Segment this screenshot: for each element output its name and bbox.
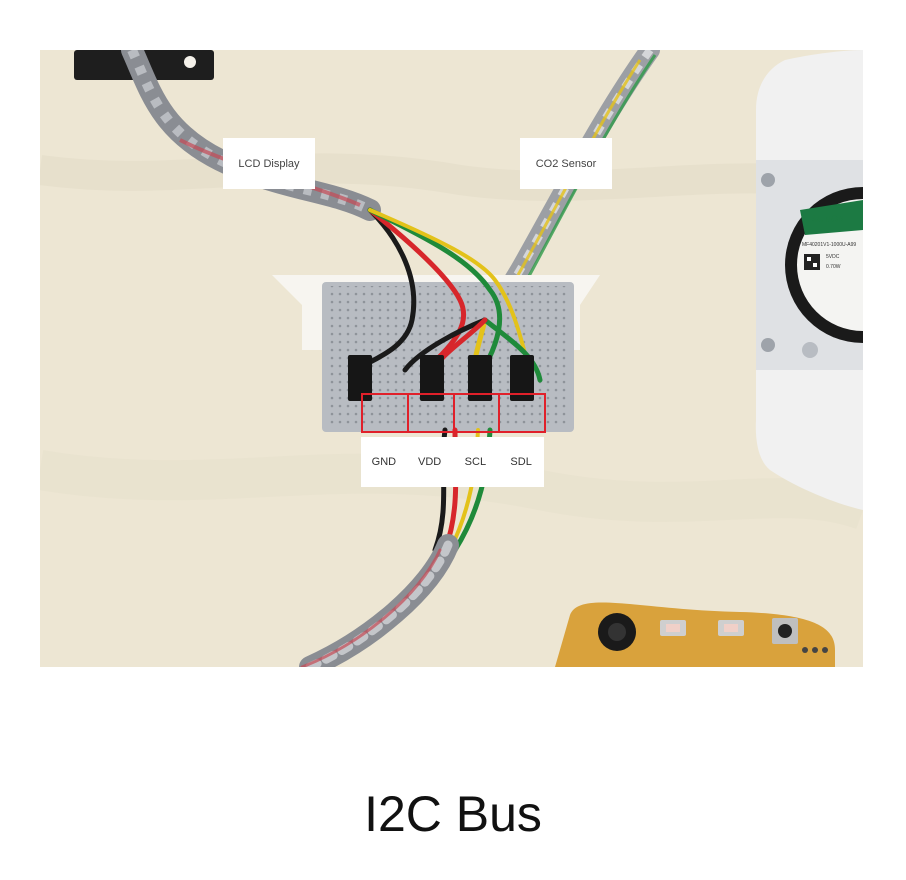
i2c-pin-panel: GND VDD SCL SDL — [361, 391, 546, 487]
pin-box-sdl — [498, 393, 546, 433]
lcd-display-label: LCD Display — [223, 138, 315, 189]
pin-label-vdd: VDD — [418, 456, 442, 468]
sensor-pcb — [555, 602, 835, 667]
pin-box-gnd — [361, 393, 409, 433]
fan-brand: SUNON — [812, 214, 845, 224]
pin-label-row: GND VDD SCL SDL — [361, 437, 544, 487]
board-wires — [357, 207, 543, 383]
fan-power: 0.70W — [826, 264, 841, 270]
fan-model: MF40201V1-1000U-A99 — [802, 242, 856, 248]
lcd-display-label-text: LCD Display — [238, 157, 300, 170]
co2-sensor-label: CO2 Sensor — [520, 138, 612, 189]
lower-cable — [299, 427, 493, 667]
pin-label-gnd: GND — [371, 456, 397, 468]
slide-caption: I2C Bus — [364, 786, 542, 842]
header-connectors — [348, 355, 534, 401]
photo-scene: SUNON MF40201V1-1000U-A99 5VDC 0.70W — [40, 50, 863, 667]
pin-label-scl: SCL — [464, 456, 487, 468]
co2-sensor-label-text: CO2 Sensor — [535, 157, 597, 170]
pin-box-vdd — [406, 393, 455, 433]
pin-highlight-boxes — [361, 393, 546, 437]
pin-box-scl — [452, 393, 501, 433]
fan-unit: SUNON MF40201V1-1000U-A99 5VDC 0.70W — [755, 50, 863, 510]
pin-label-sdl: SDL — [510, 456, 532, 468]
wiring-photo: SUNON MF40201V1-1000U-A99 5VDC 0.70W LCD… — [40, 50, 863, 667]
fan-voltage: 5VDC — [826, 254, 840, 260]
